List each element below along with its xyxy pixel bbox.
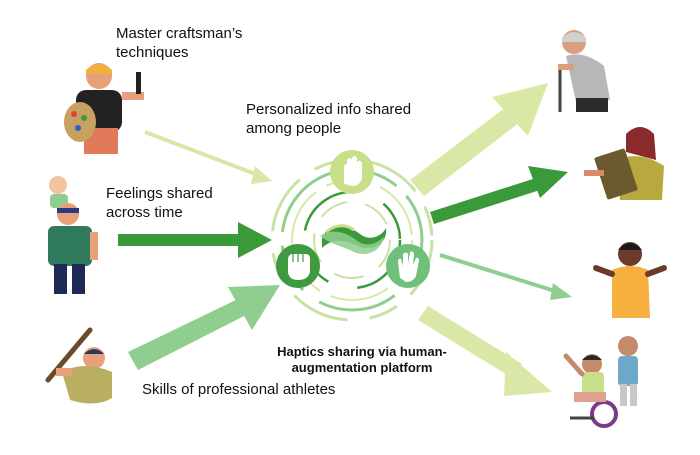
hand-icon xyxy=(330,150,374,194)
arrow-craftsman-to-center xyxy=(144,130,272,184)
personalized-label: Personalized info shared among people xyxy=(246,100,411,138)
craftsman-label: Master craftsman’s techniques xyxy=(116,24,242,62)
parent-child-figure xyxy=(48,176,98,294)
arrow-center-to-cheerer xyxy=(439,253,572,300)
craftsman-label-line1: Master craftsman’s xyxy=(116,25,243,42)
fist-icon xyxy=(276,244,320,288)
feelings-label-line1: Feelings shared xyxy=(106,185,213,202)
wheelchair-figure xyxy=(563,336,638,428)
platform-label: Haptics sharing via human- augmentation … xyxy=(262,344,462,376)
feelings-label-line2: across time xyxy=(106,204,183,221)
athletes-label: Skills of professional athletes xyxy=(142,380,335,399)
arrow-center-to-reader xyxy=(430,166,568,224)
platform-label-line2: augmentation platform xyxy=(291,360,433,375)
feelings-label: Feelings shared across time xyxy=(106,184,213,222)
platform-label-line1: Haptics sharing via human- xyxy=(277,344,447,359)
reader-figure xyxy=(584,127,664,200)
athletes-label-text: Skills of professional athletes xyxy=(142,381,336,398)
craftsman-figure xyxy=(64,63,144,154)
personalized-label-line2: among people xyxy=(246,120,342,137)
craftsman-label-line2: techniques xyxy=(116,44,189,61)
logo-icon xyxy=(320,224,387,255)
cheering-figure xyxy=(593,242,667,318)
arrow-athletes-to-center xyxy=(128,285,280,370)
athlete-figure xyxy=(45,327,112,404)
arrow-center-to-wheelchair xyxy=(418,306,552,396)
arrow-feelings-to-center xyxy=(118,222,272,258)
personalized-label-line1: Personalized info shared xyxy=(246,101,412,118)
arrow-center-to-elderly xyxy=(410,83,548,196)
elderly-figure xyxy=(558,30,610,112)
open-hand-icon xyxy=(386,244,430,288)
